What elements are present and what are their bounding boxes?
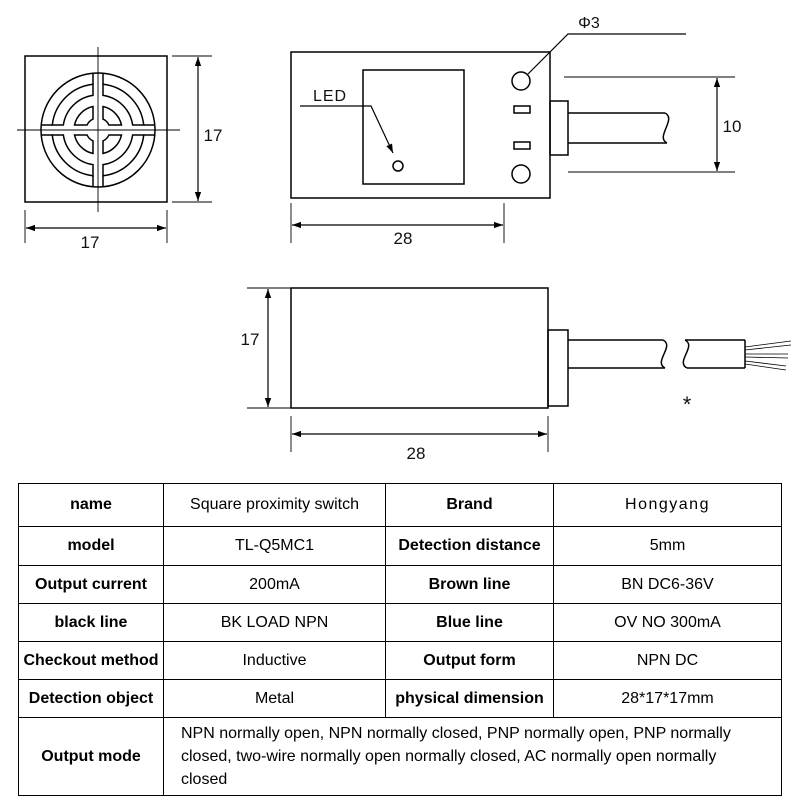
checkout-method-value: Inductive <box>163 641 386 680</box>
spec-row-black-blue: black line BK LOAD NPN Blue line OV NO 3… <box>18 603 782 642</box>
detection-object-value: Metal <box>163 679 386 718</box>
physical-dimension-value: 28*17*17mm <box>553 679 782 718</box>
model-value: TL-Q5MC1 <box>163 526 386 566</box>
cable-wires <box>744 340 792 371</box>
model-label: model <box>18 526 164 566</box>
mounting-hole-bottom <box>511 164 531 184</box>
detection-distance-label: Detection distance <box>385 526 554 566</box>
side-height-label: 17 <box>241 330 260 349</box>
output-form-value: NPN DC <box>553 641 782 680</box>
wire-bottom <box>744 360 787 367</box>
hole-spacing-label: 10 <box>723 117 742 136</box>
brand-value: Hongyang <box>553 483 782 527</box>
output-current-label: Output current <box>18 565 164 604</box>
spec-row-name-brand: name Square proximity switch Brand Hongy… <box>18 483 782 527</box>
led-window <box>362 69 465 185</box>
wire-top <box>744 340 792 348</box>
black-line-value: BK LOAD NPN <box>163 603 386 642</box>
spec-row-method-form: Checkout method Inductive Output form NP… <box>18 641 782 680</box>
housing-outline <box>290 51 551 199</box>
wire-bottom <box>744 363 787 371</box>
sensing-coil-outer-ring <box>40 72 156 188</box>
top-view: LED Φ3 10 28 <box>290 15 742 248</box>
front-view: 17 17 <box>17 47 222 252</box>
dimension-drawing: 17 17 LED Φ3 10 28 <box>17 15 792 463</box>
output-mode-value: NPN normally open, NPN normally closed, … <box>163 717 782 796</box>
blue-line-label: Blue line <box>385 603 554 642</box>
cable-break-mark <box>662 112 670 144</box>
brand-label: Brand <box>385 483 554 527</box>
led-leader-line <box>300 105 394 154</box>
name-value: Square proximity switch <box>163 483 386 527</box>
front-height-label: 17 <box>204 126 223 145</box>
slot-lower <box>513 141 531 150</box>
cable-break-mark-right <box>682 339 690 369</box>
hole-leader-line <box>527 33 686 75</box>
wire-middle <box>744 356 789 359</box>
coil-band-outer-lr <box>102 134 145 177</box>
spec-table: name Square proximity switch Brand Hongy… <box>18 483 782 796</box>
coil-band-inner-lr <box>102 134 123 155</box>
coil-band-outer-ul <box>51 83 94 126</box>
spec-row-current-brown: Output current 200mA Brown line BN DC6-3… <box>18 565 782 604</box>
led-label: LED <box>313 88 347 105</box>
black-line-label: black line <box>18 603 164 642</box>
cable-break-mark-left <box>660 339 668 369</box>
spec-row-output-mode: Output mode NPN normally open, NPN norma… <box>18 717 782 796</box>
sensor-face-outline <box>24 55 168 203</box>
brown-line-label: Brown line <box>385 565 554 604</box>
mounting-hole-top <box>511 71 531 91</box>
physical-dimension-label: physical dimension <box>385 679 554 718</box>
wire-top <box>744 344 792 351</box>
cable-note-mark: * <box>683 392 692 417</box>
coil-band-outer-ur <box>102 83 145 126</box>
name-label: name <box>18 483 164 527</box>
output-form-label: Output form <box>385 641 554 680</box>
output-mode-label: Output mode <box>18 717 164 796</box>
cable-gland-side <box>547 329 569 407</box>
hole-diameter-label: Φ3 <box>578 15 600 32</box>
side-view: * 17 28 <box>241 287 792 463</box>
top-length-label: 28 <box>394 229 413 248</box>
detection-object-label: Detection object <box>18 679 164 718</box>
coil-band-inner-ll <box>73 134 94 155</box>
spec-row-object-dimension: Detection object Metal physical dimensio… <box>18 679 782 718</box>
spec-row-model-distance: model TL-Q5MC1 Detection distance 5mm <box>18 526 782 566</box>
blue-line-value: OV NO 300mA <box>553 603 782 642</box>
cable-gland <box>549 100 569 156</box>
coil-band-outer-ll <box>51 134 94 177</box>
detection-distance-value: 5mm <box>553 526 782 566</box>
slot-upper <box>513 105 531 114</box>
front-width-label: 17 <box>81 233 100 252</box>
led-indicator <box>392 160 404 172</box>
output-current-value: 200mA <box>163 565 386 604</box>
coil-band-inner-ul <box>73 105 94 126</box>
brown-line-value: BN DC6-36V <box>553 565 782 604</box>
checkout-method-label: Checkout method <box>18 641 164 680</box>
coil-band-inner-ur <box>102 105 123 126</box>
housing-side-outline <box>290 287 549 409</box>
side-length-label: 28 <box>407 444 426 463</box>
